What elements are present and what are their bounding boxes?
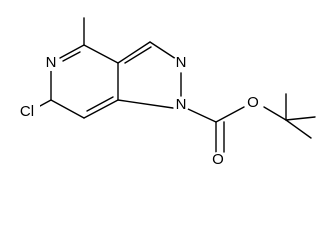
atom-label-ester-oxygen: O bbox=[247, 94, 259, 111]
carbonyl-oxygen-background bbox=[210, 152, 226, 168]
atom-label-carbonyl-oxygen: O bbox=[212, 151, 224, 168]
bond-group bbox=[39, 17, 316, 153]
n-pyrazole-1-background bbox=[173, 97, 189, 113]
atom-label-group: N N N Cl O O bbox=[14, 54, 261, 168]
bond-tert-butyl-methyl-down bbox=[285, 119, 312, 139]
bond-carbonyl-ester-oxygen bbox=[215, 106, 245, 123]
ester-oxygen-background bbox=[245, 95, 261, 111]
n-ring-background bbox=[43, 55, 59, 71]
atom-label-n-ring: N bbox=[46, 54, 57, 71]
bond-c7-c7a-double bbox=[86, 96, 114, 112]
bond-c3-n2 bbox=[149, 41, 177, 60]
chlorine-background bbox=[14, 103, 40, 121]
bond-c3a-c3-double bbox=[124, 46, 152, 64]
bond-n1-carbonyl bbox=[187, 108, 217, 123]
bond-n1-c7a bbox=[117, 99, 174, 109]
bond-c6-cl bbox=[39, 99, 52, 107]
bond-c4-c3a bbox=[83, 44, 119, 64]
bond-c7-c7a bbox=[83, 99, 119, 119]
atom-label-chlorine: Cl bbox=[20, 103, 34, 120]
atom-label-n-pyrazole-2: N bbox=[176, 54, 187, 71]
bond-c6-c7 bbox=[50, 99, 85, 119]
bond-c3a-c3 bbox=[117, 41, 151, 64]
bond-ester-oxygen-tert-butyl bbox=[263, 106, 287, 121]
bond-c4-n5-double bbox=[62, 51, 81, 62]
bond-tert-butyl-methyl-right bbox=[285, 116, 316, 121]
atom-label-n-pyrazole-1: N bbox=[176, 96, 187, 113]
n-pyrazole-2-background bbox=[173, 55, 189, 71]
chemical-structure-diagram: N N N Cl O O bbox=[14, 17, 316, 168]
bond-c4-n5 bbox=[59, 44, 85, 59]
